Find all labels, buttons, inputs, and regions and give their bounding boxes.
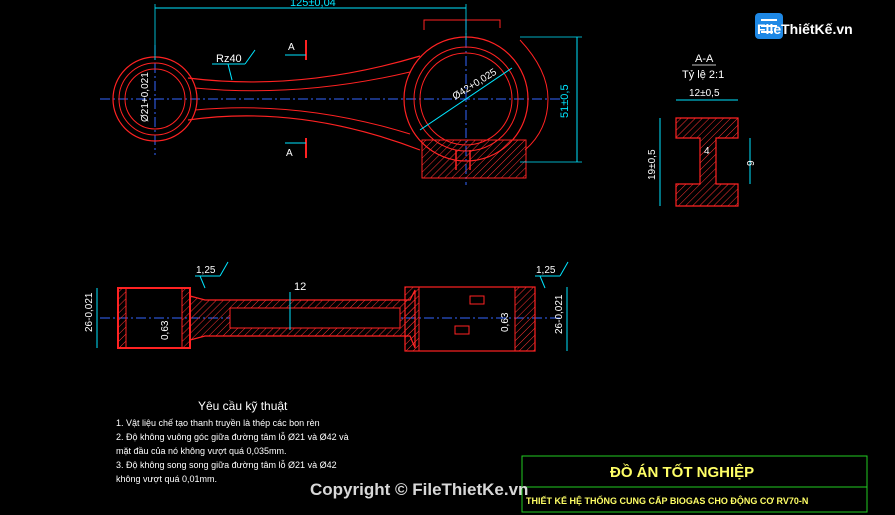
title-subtitle: THIẾT KẾ HỆ THỐNG CUNG CẤP BIOGAS CHO ĐỘ… xyxy=(526,495,808,506)
requirement-line: 2. Độ không vuông góc giữa đường tâm lỗ … xyxy=(116,432,349,442)
section-dim-web: 4 xyxy=(704,146,710,157)
small-bore-dim: Ø21+0,021 xyxy=(140,72,151,122)
section-scale: Tỷ lệ 2:1 xyxy=(682,69,724,81)
side-dim-right: 26-0,021 xyxy=(554,294,565,334)
section-title: A-A xyxy=(695,53,714,65)
logo-text: FileThiếtKế.vn xyxy=(757,21,853,37)
technical-requirements: Yêu cầu kỹ thuật 1. Vật liệu chế tạo tha… xyxy=(116,399,349,484)
side-dim-left: 26-0,021 xyxy=(84,292,95,332)
roughness-right: 1,25 xyxy=(536,265,556,276)
site-logo[interactable]: FileThiếtKế.vn xyxy=(755,13,853,39)
requirement-line: không vượt quá 0,01mm. xyxy=(116,474,217,484)
dim-height: 51±0,5 xyxy=(559,84,571,118)
section-dim-flange: 9 xyxy=(746,160,757,166)
section-mark-bottom: A xyxy=(286,148,293,159)
title-block: ĐỒ ÁN TỐT NGHIỆP THIẾT KẾ HỆ THỐNG CUNG … xyxy=(521,455,868,513)
side-view: 26-0,021 26-0,021 12 1,25 1,25 0,63 0,63 xyxy=(84,261,569,352)
dim-center-distance: 125±0,04 xyxy=(290,0,336,9)
requirement-line: 1. Vật liệu chế tạo thanh truyền là thép… xyxy=(116,418,320,428)
title-heading: ĐỒ ÁN TỐT NGHIỆP xyxy=(610,463,754,481)
requirements-title: Yêu cầu kỹ thuật xyxy=(198,399,288,413)
section-dim-width: 12±0,5 xyxy=(689,88,720,99)
section-dim-height: 19±0,5 xyxy=(647,149,658,180)
requirement-line: mặt đầu của nó không vượt quá 0,035mm. xyxy=(116,446,287,456)
top-view: 125±0,04 51±0,5 Rz40 A A Ø21+0,021 Ø42+0… xyxy=(100,0,582,185)
requirement-line: 3. Độ không song song giữa đường tâm lỗ … xyxy=(116,460,337,470)
big-bore-dim: Ø42+0,025 xyxy=(451,67,499,103)
section-mark-top: A xyxy=(288,42,295,53)
roughness-left: 1,25 xyxy=(196,265,216,276)
roughness-big-bore: 0,63 xyxy=(500,312,511,332)
copyright-watermark: Copyright © FileThietKe.vn xyxy=(310,480,528,499)
side-dim-web: 12 xyxy=(294,281,306,293)
roughness-label: Rz40 xyxy=(216,53,242,65)
roughness-small-bore: 0,63 xyxy=(160,320,171,340)
section-view: A-A Tỷ lệ 2:1 12±0,5 19±0,5 9 4 xyxy=(647,53,757,207)
